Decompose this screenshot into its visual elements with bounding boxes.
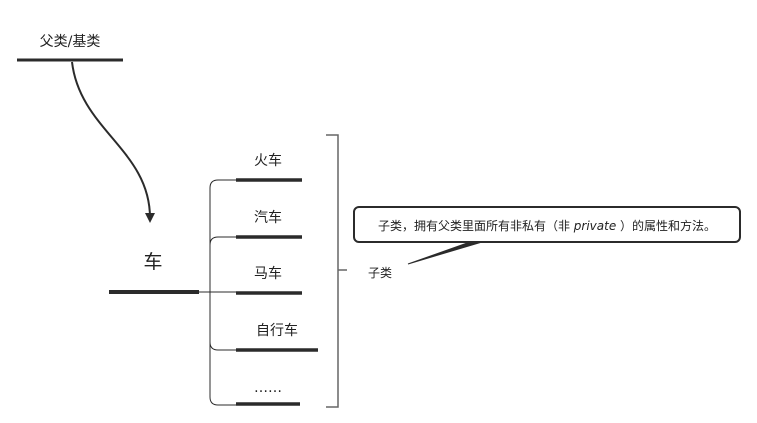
callout-text: 子类，拥有父类里面所有非私有（非 private ）的属性和方法。 (378, 218, 716, 233)
child-label: 自行车 (256, 322, 298, 339)
child-label: 马车 (254, 265, 282, 282)
subclass-label: 子类 (368, 266, 392, 280)
subclass-bracket (326, 134, 347, 408)
callout-pointer (407, 241, 483, 265)
tree-connectors (199, 179, 236, 406)
callout-text-before: 子类，拥有父类里面所有非私有（非 (378, 219, 574, 233)
child-bicycle: 自行车 (236, 322, 318, 352)
callout-text-italic: private (573, 219, 616, 233)
child-car: 汽车 (236, 209, 302, 239)
root-label: 车 (143, 251, 162, 273)
child-label: 火车 (254, 152, 282, 169)
parent-label: 父类/基类 (40, 33, 101, 50)
child-label: 汽车 (254, 209, 282, 226)
child-carriage: 马车 (236, 265, 302, 295)
child-train: 火车 (236, 152, 302, 182)
inheritance-arrow (71, 61, 155, 223)
callout-text-after: ）的属性和方法。 (616, 218, 716, 233)
child-more: …… (236, 380, 300, 406)
child-label: …… (254, 380, 282, 396)
callout-box (353, 206, 741, 243)
